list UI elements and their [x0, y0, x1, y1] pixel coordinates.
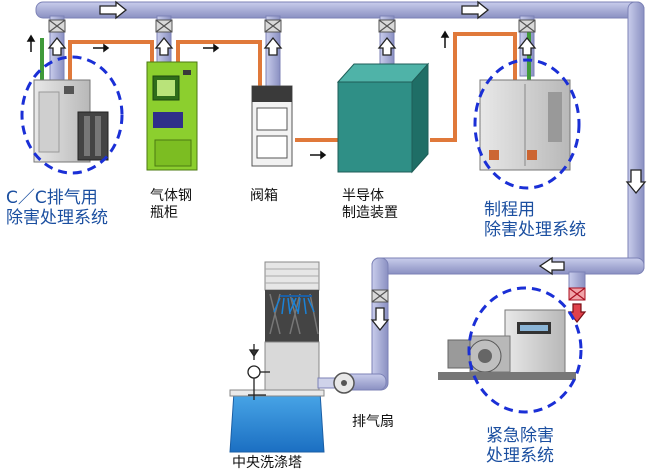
- process-gas-pipes: [68, 32, 517, 142]
- cc-exhaust-abatement-unit: [33, 79, 109, 163]
- scrubber-label: 中央洗涤塔: [232, 455, 302, 471]
- flow-arrow-icon: [47, 0, 647, 332]
- emergency-system-highlight: [467, 286, 583, 414]
- process-system-highlight: [473, 58, 581, 190]
- recirculation-pump: [247, 344, 270, 400]
- fan-icon: [317, 372, 355, 394]
- gas-cabinet-label: 气体钢 瓶柜: [150, 188, 192, 221]
- spray-nozzle-icon: [273, 295, 315, 315]
- damper-valve-icon: [264, 19, 282, 33]
- emergency-damper-valve-icon: [568, 287, 586, 301]
- damper-valve-icon: [48, 19, 66, 33]
- process-system-label: 制程用 除害处理系统: [484, 200, 586, 241]
- damper-valve-icon: [518, 19, 536, 33]
- pipe-flow-arrow-icon: [26, 30, 450, 160]
- semiconductor-equipment: [336, 62, 430, 174]
- green-pipe: [40, 38, 44, 98]
- central-scrubber: [229, 261, 325, 453]
- valve-box-label: 阀箱: [250, 188, 278, 204]
- cc-system-highlight: [20, 55, 124, 175]
- semiconductor-label: 半导体 制造装置: [342, 188, 398, 221]
- damper-valve-icon: [371, 289, 389, 303]
- fan-label: 排气扇: [352, 414, 394, 430]
- emergency-system-label: 紧急除害 处理系统: [486, 426, 554, 467]
- damper-valve-icon: [378, 19, 396, 33]
- valve-box: [251, 85, 293, 167]
- cc-system-label: C／C排气用 除害处理系统: [6, 188, 108, 229]
- damper-valve-icon: [155, 19, 173, 33]
- gas-cabinet: [146, 61, 198, 171]
- process-abatement-unit: [479, 79, 571, 171]
- emergency-abatement-unit: [438, 309, 576, 380]
